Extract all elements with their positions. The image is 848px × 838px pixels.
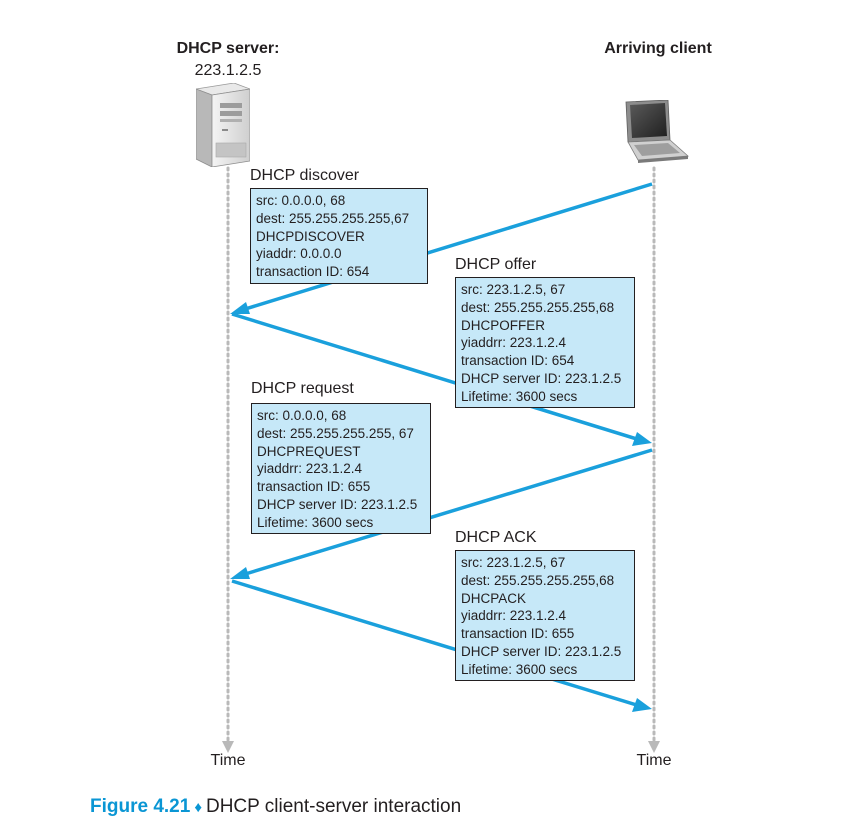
offer-line: src: 223.1.2.5, 67 — [461, 282, 566, 297]
discover-message-box: src: 0.0.0.0, 68 dest: 255.255.255.255,6… — [250, 188, 428, 284]
discover-line: dest: 255.255.255.255,67 — [256, 210, 410, 226]
request-line: Lifetime: 3600 secs — [257, 514, 374, 530]
offer-title: DHCP offer — [455, 256, 537, 273]
offer-line: dest: 255.255.255.255,68 — [461, 299, 615, 315]
offer-line: DHCPOFFER — [461, 317, 545, 333]
request-line: DHCP server ID: 223.1.2.5 — [257, 496, 418, 512]
ack-line: yiaddrr: 223.1.2.4 — [461, 608, 567, 624]
discover-arrow — [241, 182, 653, 312]
figure-number: Figure 4.21 — [90, 796, 191, 817]
ack-arrow — [231, 579, 641, 708]
request-line: DHCPREQUEST — [257, 443, 361, 459]
figure-caption: Figure 4.21♦DHCP client-server interacti… — [90, 796, 461, 818]
ack-line: transaction ID: 655 — [461, 626, 575, 642]
ack-line: DHCPACK — [461, 590, 527, 606]
client-title: Arriving client — [604, 40, 712, 57]
client-time-label: Time — [636, 752, 672, 769]
offer-arrow — [231, 312, 641, 442]
server-timeline-arrowhead — [222, 741, 234, 753]
ack-line: Lifetime: 3600 secs — [461, 661, 578, 677]
request-line: transaction ID: 655 — [257, 479, 371, 495]
ack-arrowhead — [632, 698, 652, 712]
discover-line: transaction ID: 654 — [256, 264, 370, 280]
request-line: yiaddrr: 223.1.2.4 — [257, 461, 363, 477]
diamond-icon: ♦ — [194, 799, 202, 816]
request-title: DHCP request — [251, 380, 354, 397]
ack-line: dest: 255.255.255.255,68 — [461, 572, 615, 588]
request-arrowhead — [230, 567, 250, 579]
discover-line: DHCPDISCOVER — [256, 228, 365, 244]
request-line: src: 0.0.0.0, 68 — [257, 408, 347, 423]
request-arrow — [241, 448, 653, 577]
discover-line: yiaddr: 0.0.0.0 — [256, 246, 342, 262]
offer-line: Lifetime: 3600 secs — [461, 388, 578, 404]
ack-line: DHCP server ID: 223.1.2.5 — [461, 643, 622, 659]
ack-line: src: 223.1.2.5, 67 — [461, 555, 566, 570]
laptop-icon — [625, 100, 689, 163]
ack-title: DHCP ACK — [455, 529, 537, 546]
server-tower-icon — [196, 83, 250, 167]
offer-line: DHCP server ID: 223.1.2.5 — [461, 370, 622, 386]
request-line: dest: 255.255.255.255, 67 — [257, 425, 414, 441]
figure-title: DHCP client-server interaction — [205, 796, 462, 817]
client-timeline-arrowhead — [648, 741, 660, 753]
discover-arrowhead — [230, 302, 250, 314]
ack-message-box: src: 223.1.2.5, 67 dest: 255.255.255.255… — [455, 550, 635, 681]
offer-line: transaction ID: 654 — [461, 353, 575, 369]
server-title: DHCP server: — [176, 40, 280, 57]
offer-line: yiaddrr: 223.1.2.4 — [461, 335, 567, 351]
server-time-label: Time — [210, 752, 246, 769]
discover-line: src: 0.0.0.0, 68 — [256, 193, 346, 208]
discover-title: DHCP discover — [250, 167, 360, 184]
server-address: 223.1.2.5 — [194, 62, 262, 79]
offer-arrowhead — [632, 432, 652, 446]
offer-message-box: src: 223.1.2.5, 67 dest: 255.255.255.255… — [455, 277, 635, 408]
request-message-box: src: 0.0.0.0, 68 dest: 255.255.255.255, … — [251, 403, 431, 534]
